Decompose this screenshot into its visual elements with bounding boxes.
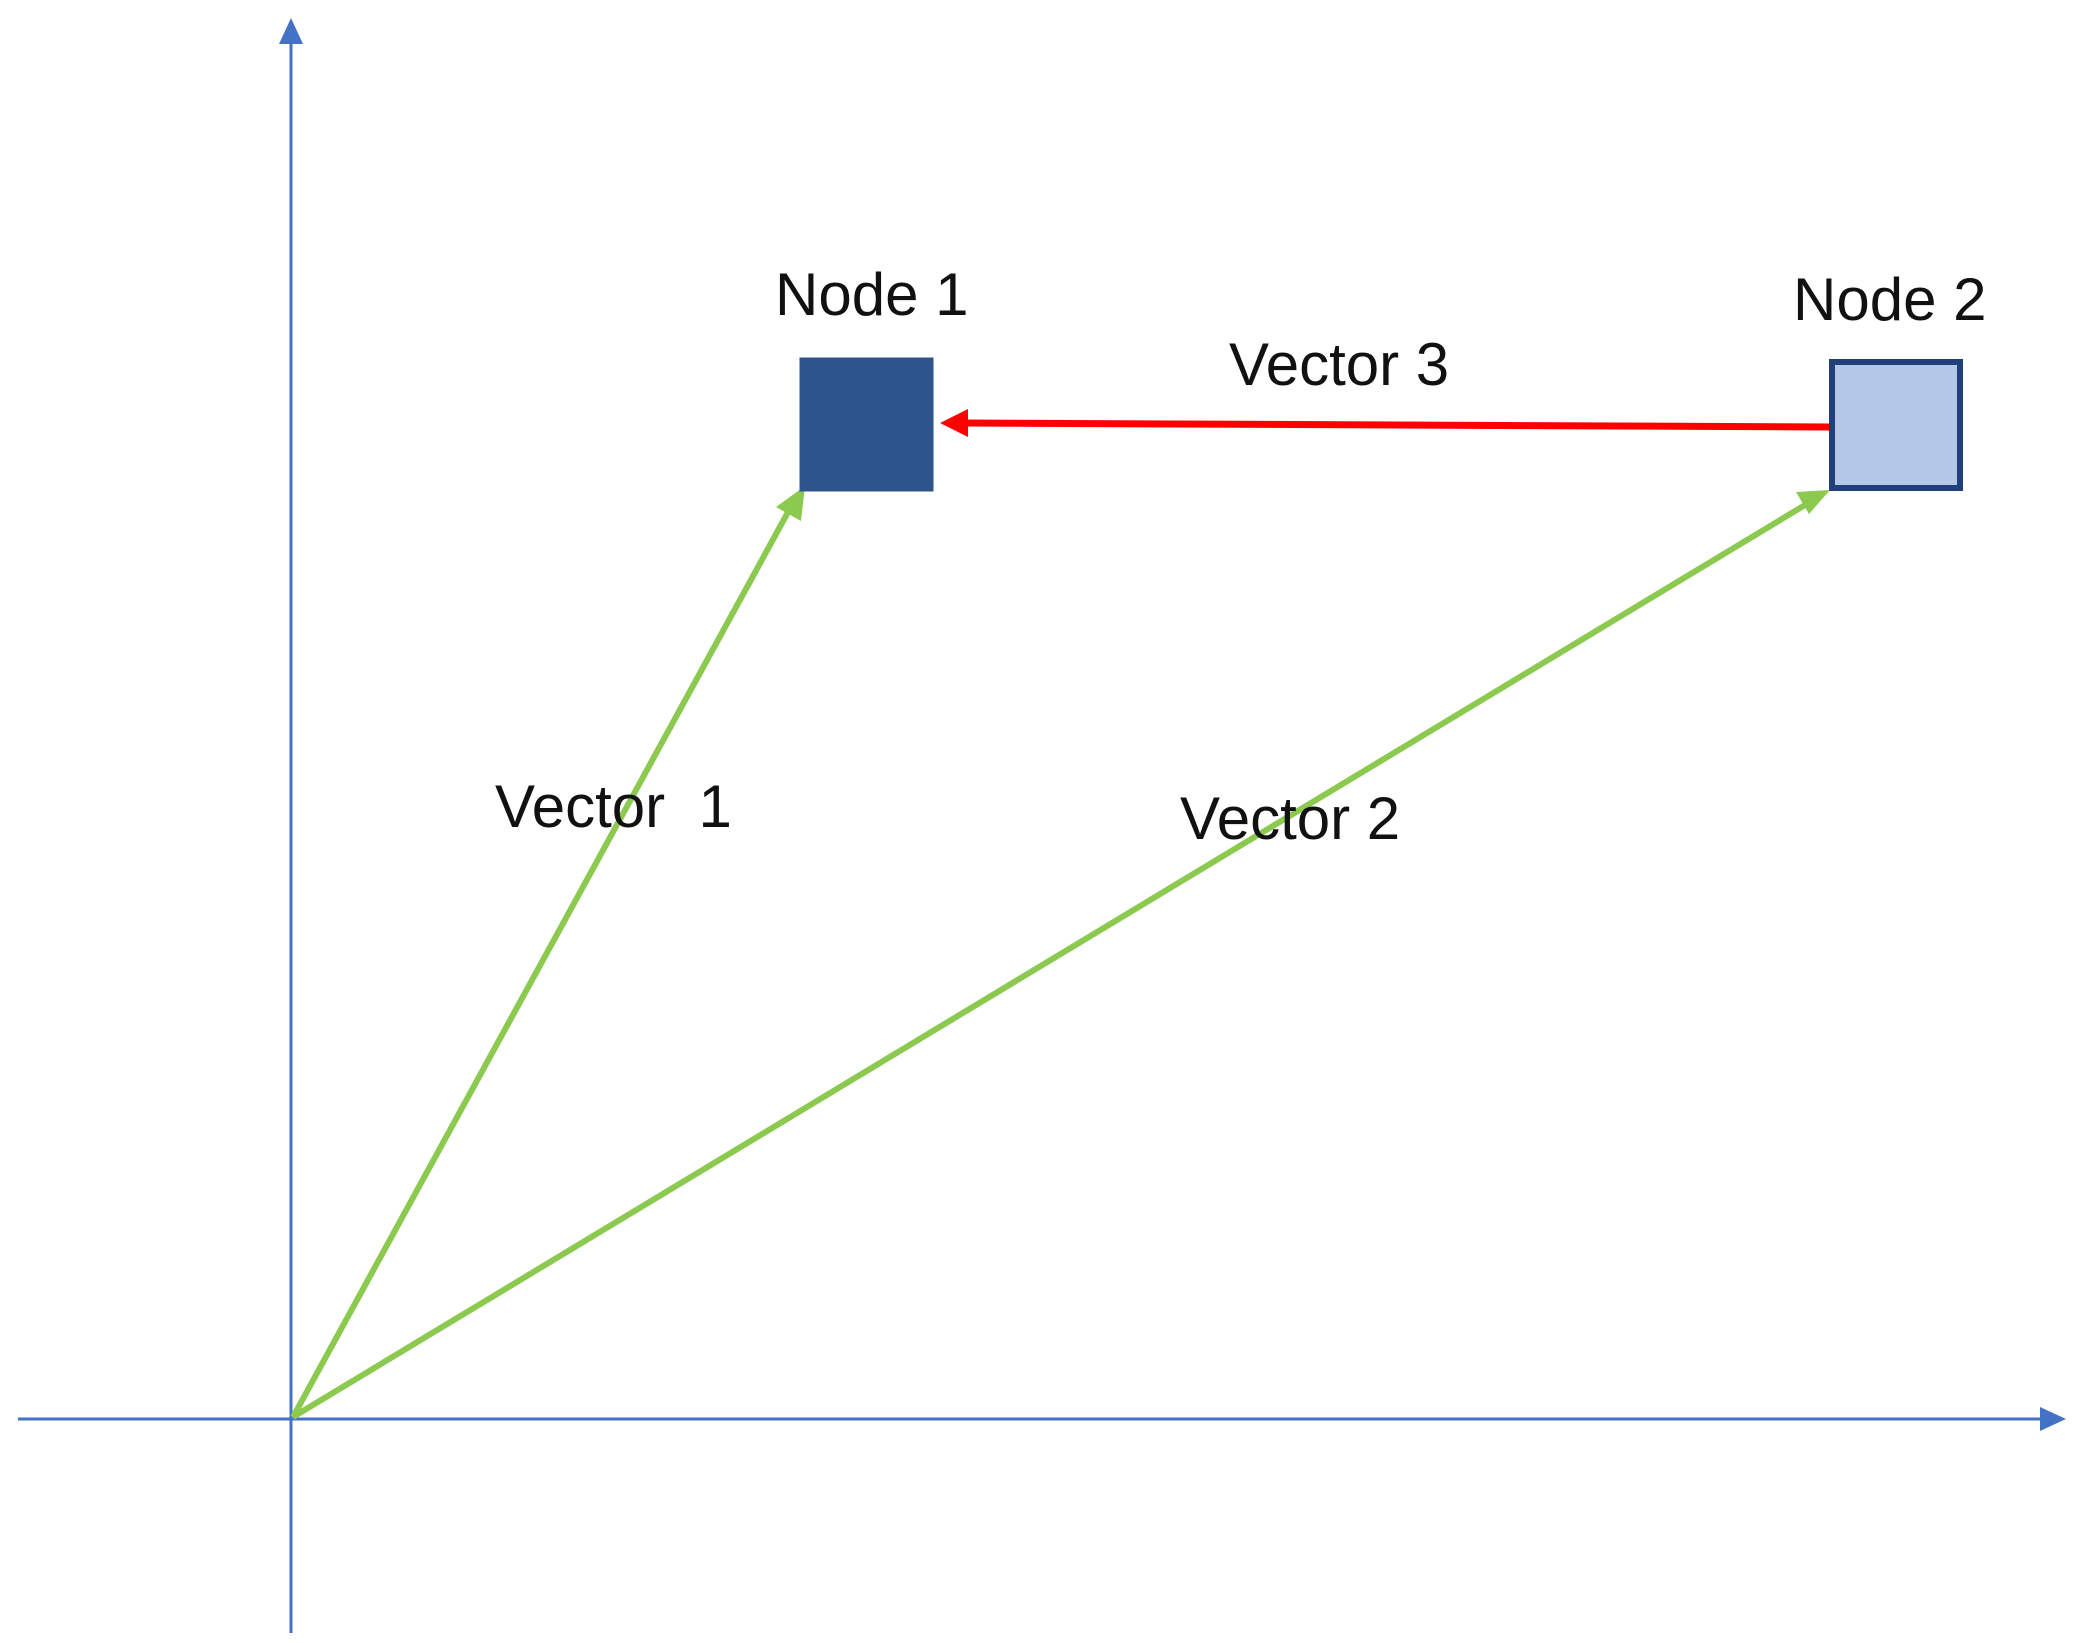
node-2-label: Node 2 [1793,266,1986,333]
vector-3-label: Vector 3 [1229,331,1449,398]
vector-2-label: Vector 2 [1180,785,1400,852]
vector-2 [291,490,1830,1420]
node-1: Node 1 [775,261,968,492]
vector-2-line [291,499,1812,1420]
vector-3 [940,409,1831,437]
vector-1-line [290,501,796,1419]
vector-2-arrowhead [1796,490,1830,514]
x-axis-arrowhead [2040,1407,2066,1431]
node-2: Node 2 [1793,266,1986,491]
vector-1-label: Vector 1 [495,773,732,840]
node-1-label: Node 1 [775,261,968,328]
axes [18,18,2066,1633]
y-axis-arrowhead [279,18,303,44]
vector-1 [290,486,805,1419]
node-1-box [799,357,934,492]
vector-1-arrowhead [776,486,805,521]
vector-3-arrowhead [940,409,968,437]
node-2-box [1829,359,1963,491]
vector-3-line [961,419,1831,431]
